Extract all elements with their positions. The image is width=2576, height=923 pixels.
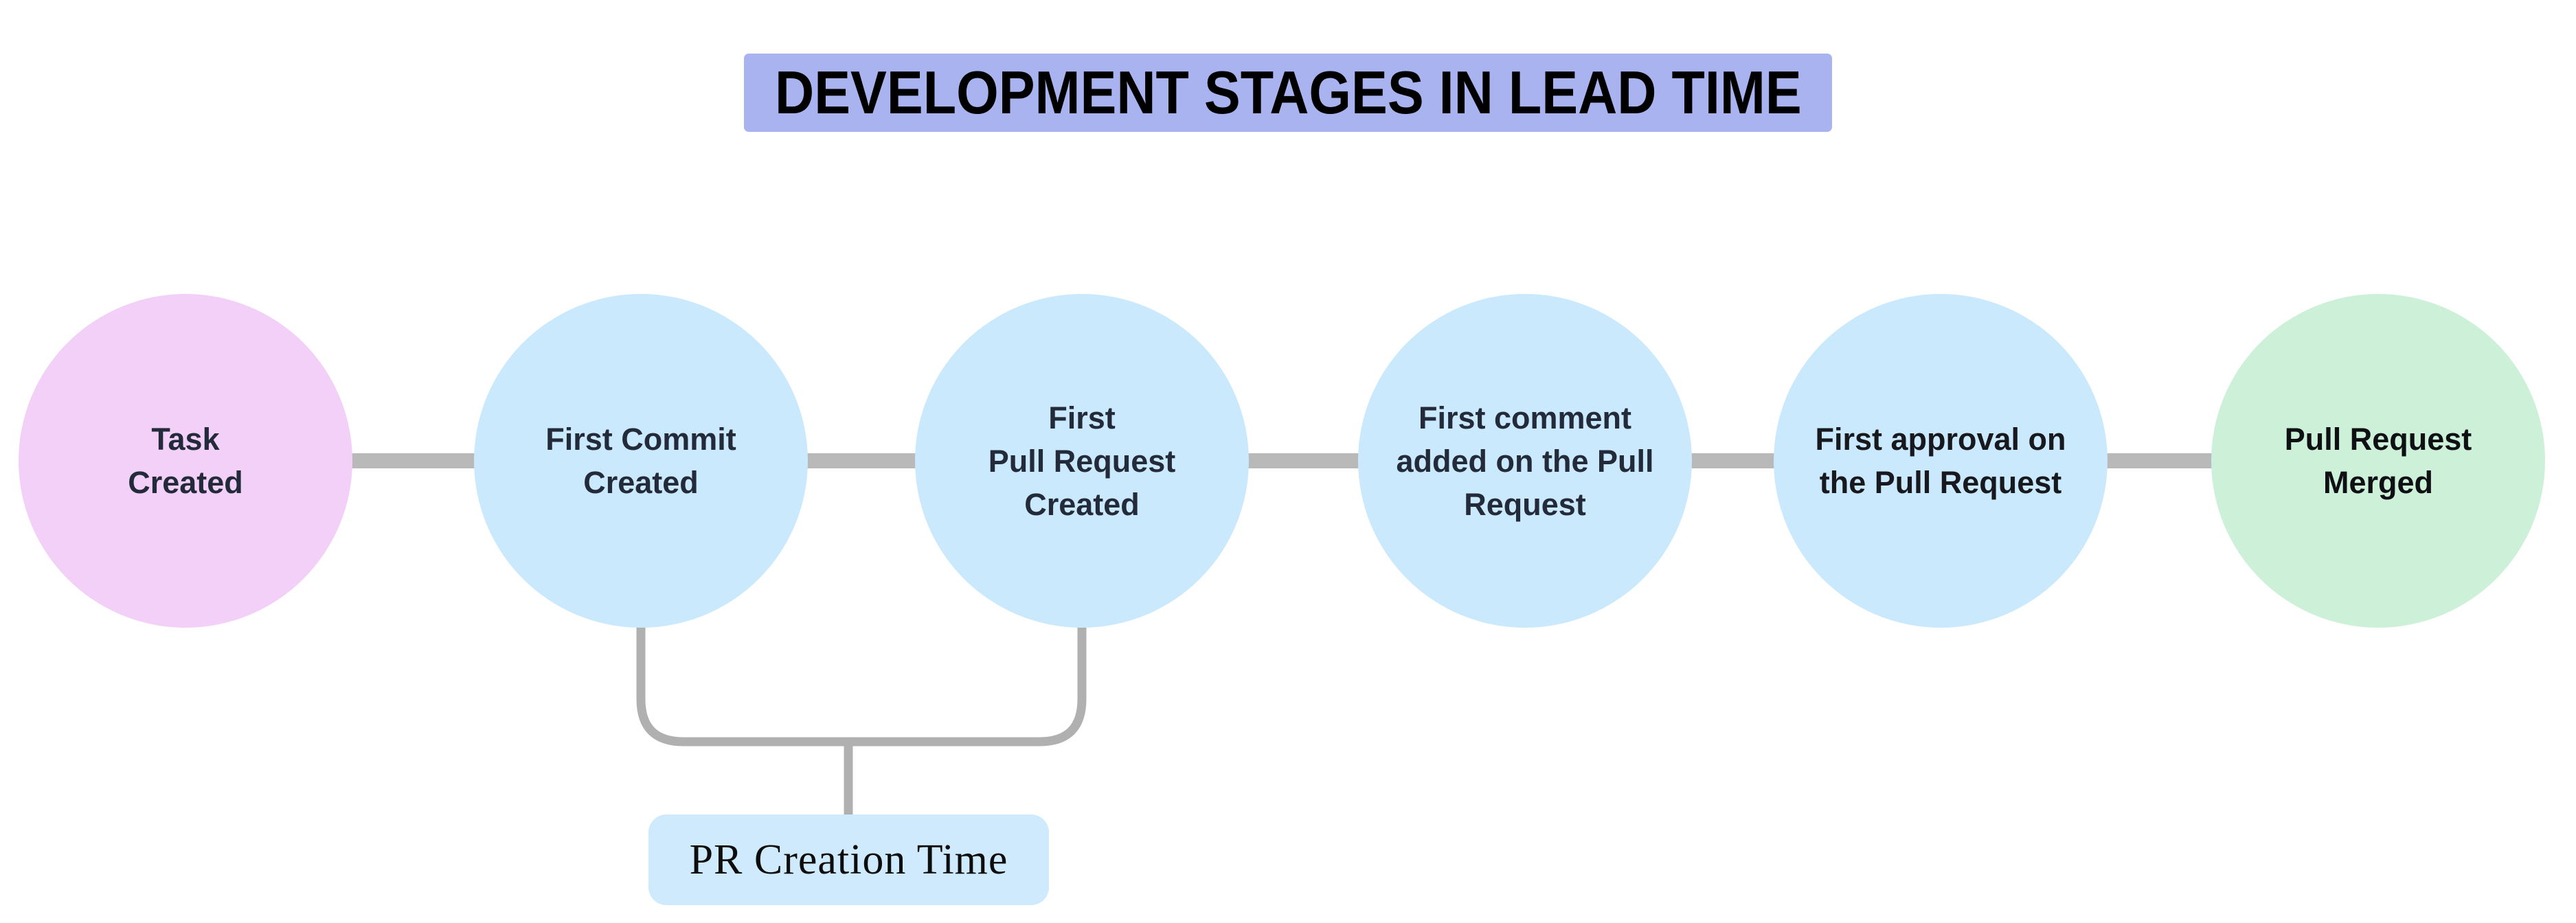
stage-circle-label: First Commit Created: [545, 422, 736, 500]
stage-circle-first-approval: First approval on the Pull Request: [1774, 294, 2108, 628]
stage-circle-first-comment-added: First comment added on the Pull Request: [1358, 294, 1692, 628]
stage-circle-first-pull-request-created: First Pull Request Created: [915, 294, 1249, 628]
stage-circle-label: First Pull Request Created: [988, 400, 1176, 522]
stage-circle-label: First approval on the Pull Request: [1815, 422, 2066, 500]
pr-creation-time-text: PR Creation Time: [689, 836, 1008, 883]
page-title: DEVELOPMENT STAGES IN LEAD TIME: [744, 54, 1832, 132]
page-title-text: DEVELOPMENT STAGES IN LEAD TIME: [774, 58, 1802, 126]
stage-circle-label: First comment added on the Pull Request: [1396, 400, 1654, 522]
stage-circle-first-commit-created: First Commit Created: [474, 294, 808, 628]
stage-circle-label: Pull Request Merged: [2284, 422, 2472, 500]
stage-circle-label: Task Created: [128, 422, 243, 500]
pr-creation-bracket: [636, 626, 1087, 747]
stage-circle-pull-request-merged: Pull Request Merged: [2211, 294, 2545, 628]
pr-creation-time-label: PR Creation Time: [648, 814, 1049, 905]
stage-circle-task-created: Task Created: [19, 294, 352, 628]
